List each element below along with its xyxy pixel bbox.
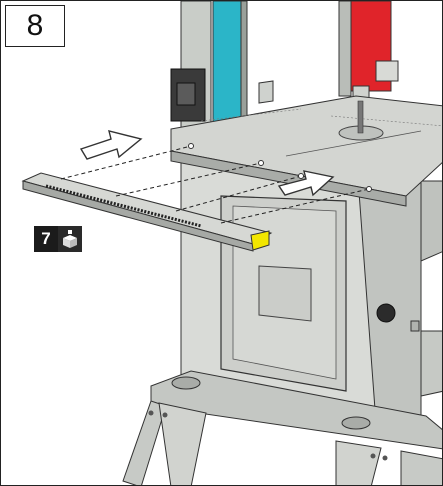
parts-reference-tag: 7 [34,226,82,252]
mounting-holes [188,143,372,192]
step-number: 8 [26,9,44,42]
alignment-lines [60,145,370,224]
direction-arrow-right [277,170,335,197]
left-column [180,1,248,142]
parts-box-icon [58,226,82,252]
fence-rail [21,172,273,252]
stand-base [122,370,442,485]
right-column [338,1,399,132]
step-number-box: 8 [5,5,65,47]
parts-reference-number: 7 [34,226,58,252]
direction-arrow-left [79,130,143,160]
work-table [170,95,442,207]
switch-box [170,68,274,122]
